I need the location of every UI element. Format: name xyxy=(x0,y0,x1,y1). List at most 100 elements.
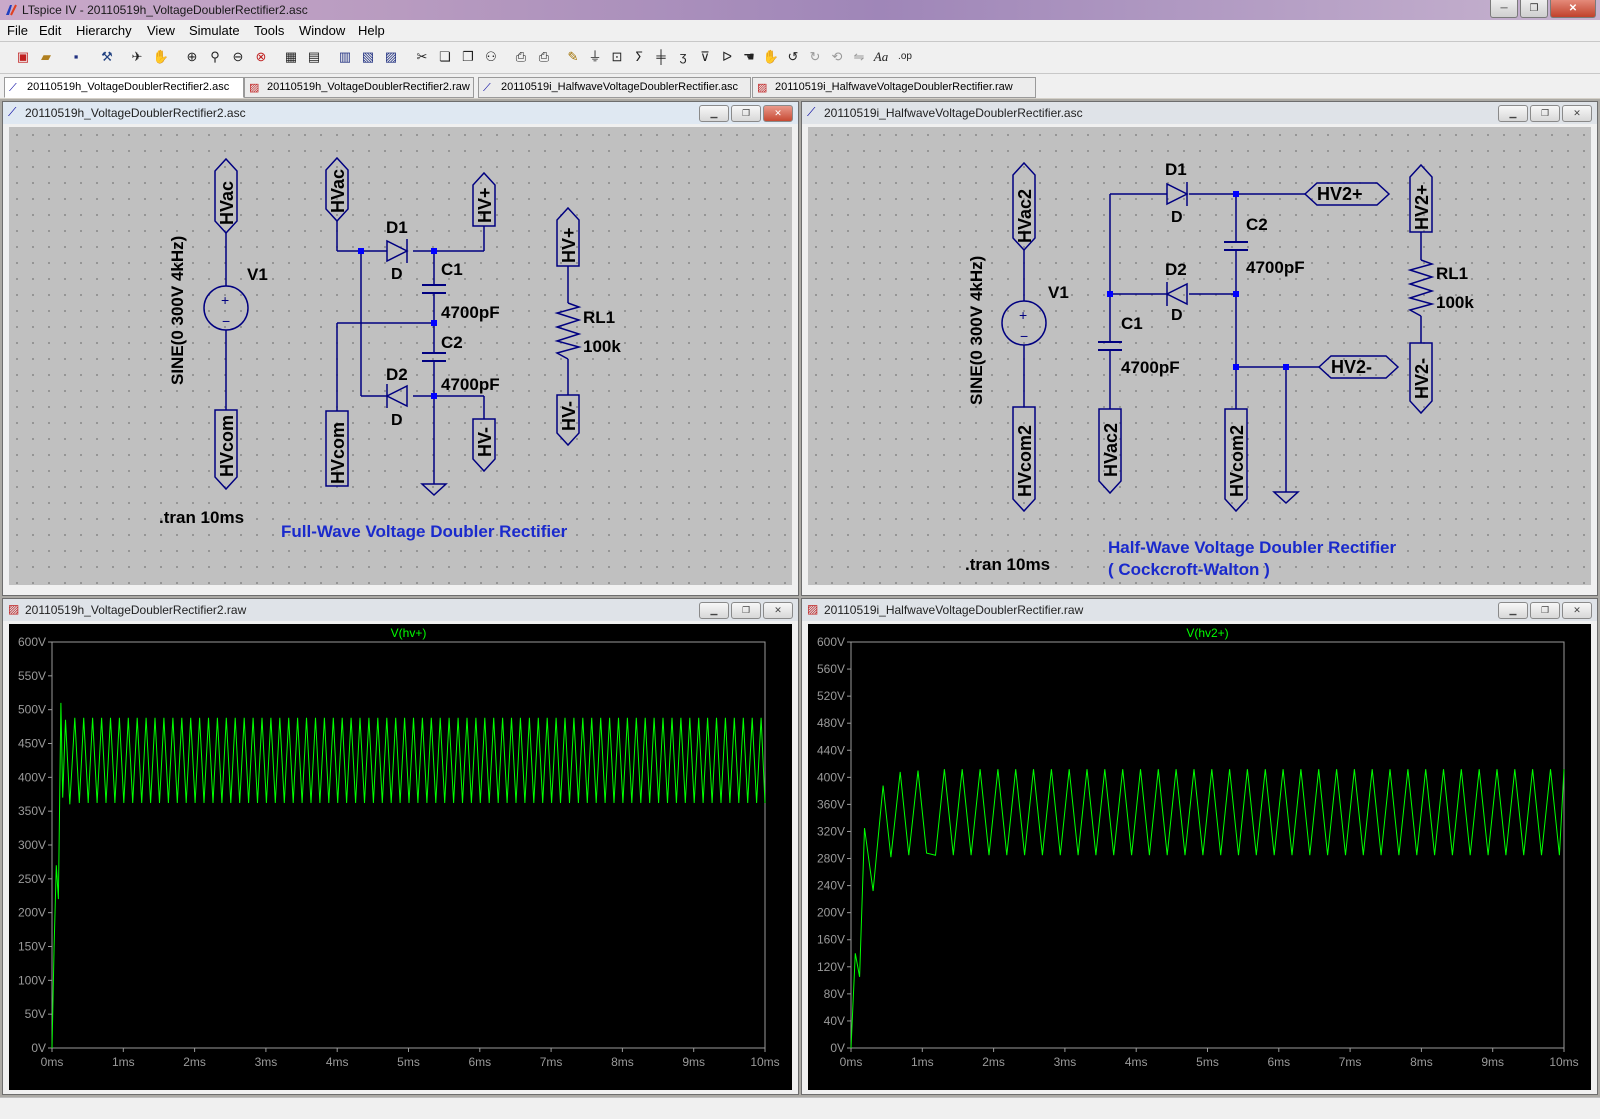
child-close-button[interactable]: ✕ xyxy=(763,602,793,619)
tab-sch2-asc[interactable]: ⟋ 20110519i_HalfwaveVoltageDoublerRectif… xyxy=(478,77,751,98)
svg-text:+: + xyxy=(221,292,229,308)
rotate-icon[interactable]: ⟲ xyxy=(831,49,843,64)
y-tick-label: 240V xyxy=(817,879,845,893)
maximize-button[interactable]: ❐ xyxy=(1520,0,1548,18)
net-label-hvcom: HVcom xyxy=(328,422,348,484)
autorange-icon[interactable]: ▦ xyxy=(284,49,298,64)
child-minimize-button[interactable]: ▁ xyxy=(699,105,729,122)
title-bar: LTspice IV - 20110519h_VoltageDoublerRec… xyxy=(0,0,1600,20)
c2-value: 4700pF xyxy=(441,375,500,394)
cascade-icon[interactable]: ▥ xyxy=(338,49,352,64)
mirror-icon[interactable]: ⇋ xyxy=(853,49,865,64)
net-label-hvcom2: HVcom2 xyxy=(1015,425,1035,497)
drag-icon[interactable]: ✋ xyxy=(762,49,780,64)
minimize-button[interactable]: ─ xyxy=(1490,0,1518,18)
resistor-icon[interactable]: ⵢ xyxy=(634,49,644,64)
c1-name: C1 xyxy=(1121,314,1143,333)
x-tick-label: 8ms xyxy=(1410,1055,1433,1069)
menu-file[interactable]: File xyxy=(7,23,28,38)
schematic-window-halfwave: ⟋ 20110519i_HalfwaveVoltageDoublerRectif… xyxy=(801,101,1598,596)
c2-value: 4700pF xyxy=(1246,258,1305,277)
save-icon[interactable]: ▪ xyxy=(73,49,79,64)
inductor-icon[interactable]: ʒ xyxy=(679,49,687,64)
y-tick-label: 600V xyxy=(817,635,845,649)
child-minimize-button[interactable]: ▁ xyxy=(699,602,729,619)
child-maximize-button[interactable]: ❐ xyxy=(731,105,761,122)
child-maximize-button[interactable]: ❐ xyxy=(1530,602,1560,619)
zoom-fit-icon[interactable]: ⊗ xyxy=(255,49,267,64)
undo-icon[interactable]: ↺ xyxy=(787,49,799,64)
cut-icon[interactable]: ✂ xyxy=(416,49,428,64)
net-label-hvac: HVac xyxy=(328,169,348,213)
control-panel-icon[interactable]: ⚒ xyxy=(101,49,113,64)
trace-name[interactable]: V(hv2+) xyxy=(1186,626,1228,640)
new-schematic-icon[interactable]: ▣ xyxy=(16,49,30,64)
paste-icon[interactable]: ❐ xyxy=(462,49,474,64)
zoom-in-icon[interactable]: ⊕ xyxy=(186,49,198,64)
open-icon[interactable]: ▰ xyxy=(41,49,51,64)
menu-simulate[interactable]: Simulate xyxy=(189,23,240,38)
diode-icon[interactable]: ⊽ xyxy=(700,49,710,64)
x-tick-label: 0ms xyxy=(840,1055,863,1069)
y-tick-label: 400V xyxy=(817,770,845,784)
y-tick-label: 500V xyxy=(18,703,46,717)
run-icon[interactable]: ✈ xyxy=(131,49,143,64)
child-close-button[interactable]: ✕ xyxy=(1562,105,1592,122)
child-minimize-button[interactable]: ▁ xyxy=(1498,105,1528,122)
tab-sch1-asc[interactable]: ⟋ 20110519h_VoltageDoublerRectifier2.asc xyxy=(4,77,244,98)
zoom-pan-icon[interactable]: ⚲ xyxy=(210,49,220,64)
tab-sch2-raw[interactable]: ▨ 20110519i_HalfwaveVoltageDoublerRectif… xyxy=(752,77,1036,98)
child-maximize-button[interactable]: ❐ xyxy=(731,602,761,619)
menu-hierarchy[interactable]: Hierarchy xyxy=(76,23,132,38)
capacitor-icon[interactable]: ╪ xyxy=(656,49,666,64)
label-icon[interactable]: ⊡ xyxy=(611,49,623,64)
child-title-bar: ⟋ 20110519h_VoltageDoublerRectifier2.asc… xyxy=(3,102,798,124)
text-icon[interactable]: Aa xyxy=(873,49,889,64)
tile-windows-icon[interactable]: ▨ xyxy=(384,49,398,64)
svg-text:−: − xyxy=(1020,328,1028,344)
child-close-button[interactable]: ✕ xyxy=(763,105,793,122)
child-maximize-button[interactable]: ❐ xyxy=(1530,105,1560,122)
zoom-out-icon[interactable]: ⊖ xyxy=(232,49,244,64)
move-icon[interactable]: ☚ xyxy=(743,49,755,64)
tab-sch1-raw[interactable]: ▨ 20110519h_VoltageDoublerRectifier2.raw xyxy=(244,77,474,98)
resistor-rl1 xyxy=(1407,259,1435,317)
y-tick-label: 150V xyxy=(18,940,46,954)
redo-icon[interactable]: ↻ xyxy=(809,49,821,64)
spice-directive-icon[interactable]: .op xyxy=(898,51,912,62)
y-tick-label: 80V xyxy=(824,987,845,1001)
menu-window[interactable]: Window xyxy=(299,23,346,38)
halt-icon[interactable]: ✋ xyxy=(152,49,170,64)
ground-icon[interactable]: ⏚ xyxy=(588,49,602,64)
copy-icon[interactable]: ❏ xyxy=(439,49,451,64)
component-icon[interactable]: ᐅ xyxy=(722,49,732,64)
y-tick-label: 440V xyxy=(817,743,845,757)
close-button[interactable]: ✕ xyxy=(1550,0,1596,18)
find-icon[interactable]: ⚇ xyxy=(485,49,497,64)
print-icon[interactable]: ⎙ xyxy=(538,49,550,64)
waveform-chart: V(hv+)0V50V100V150V200V250V300V350V400V4… xyxy=(18,626,780,1069)
net-label-hvminus: HV- xyxy=(559,401,579,431)
schematic-canvas[interactable]: + − xyxy=(9,127,792,585)
menu-view[interactable]: View xyxy=(147,23,175,38)
schematic-canvas[interactable]: + − xyxy=(808,127,1591,585)
tile-icon[interactable]: ▤ xyxy=(307,49,321,64)
x-tick-label: 7ms xyxy=(1339,1055,1362,1069)
y-tick-label: 560V xyxy=(817,662,845,676)
child-minimize-button[interactable]: ▁ xyxy=(1498,602,1528,619)
menu-tools[interactable]: Tools xyxy=(254,23,285,38)
close-all-icon[interactable]: ▧ xyxy=(361,49,375,64)
net-label-hvcom2: HVcom2 xyxy=(1227,425,1247,497)
y-tick-label: 520V xyxy=(817,689,845,703)
print-setup-icon[interactable]: ⎙ xyxy=(515,49,527,64)
tab-label: 20110519i_HalfwaveVoltageDoublerRectifie… xyxy=(501,81,739,93)
trace-name[interactable]: V(hv+) xyxy=(391,626,427,640)
menu-help[interactable]: Help xyxy=(358,23,385,38)
menu-edit[interactable]: Edit xyxy=(39,23,62,38)
child-close-button[interactable]: ✕ xyxy=(1562,602,1592,619)
rl1-name: RL1 xyxy=(583,308,615,327)
wire-icon[interactable]: ✎ xyxy=(567,49,579,64)
spice-directive: .tran 10ms xyxy=(965,555,1050,574)
